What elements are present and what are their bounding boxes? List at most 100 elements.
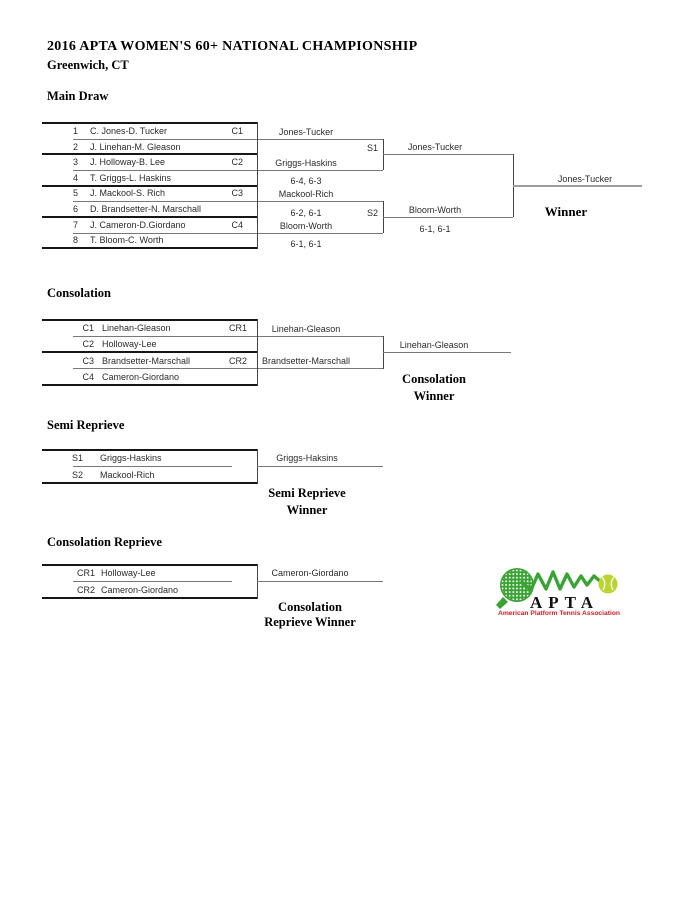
consolation-tag: C1: [231, 126, 243, 136]
bracket-line: [42, 153, 257, 155]
zigzag-icon: [520, 570, 603, 592]
bracket-line: [42, 482, 257, 484]
section-heading-semi-reprieve: Semi Reprieve: [47, 418, 125, 432]
bracket-line: [73, 201, 383, 202]
champion-name: Cameron-Giordano: [271, 568, 349, 578]
final-winner-line: [513, 185, 642, 187]
seed-label: 7: [72, 220, 78, 230]
winner-name: Bloom-Worth: [408, 205, 462, 215]
bracket-line: [42, 247, 257, 249]
team-name: Holloway-Lee: [101, 568, 156, 578]
bracket-line: [73, 170, 383, 171]
team-name: Brandsetter-Marschall: [102, 356, 191, 366]
winner-name: Jones-Tucker: [278, 127, 334, 137]
bracket-line: [73, 233, 383, 234]
team-name: J. Cameron-D.Giordano: [90, 220, 186, 230]
consolation-tag: C3: [231, 188, 243, 198]
bracket-line: [257, 319, 258, 386]
winner-name: Mackool-Rich: [278, 189, 334, 199]
tournament-location: Greenwich, CT: [47, 58, 129, 72]
section-heading-main-draw: Main Draw: [47, 89, 109, 103]
bracket-line: [73, 139, 383, 140]
team-name: D. Brandsetter-N. Marschall: [90, 204, 202, 214]
winner-caption: Consolation: [278, 600, 342, 614]
seed-label: 1: [72, 126, 78, 136]
bracket-line: [257, 581, 383, 582]
winner-caption: Winner: [544, 204, 588, 219]
tennis-ball-icon: [598, 574, 618, 594]
consolation-tag: C4: [231, 220, 243, 230]
bracket-line: [73, 336, 383, 337]
tournament-title: 2016 APTA WOMEN'S 60+ NATIONAL CHAMPIONS…: [47, 39, 418, 54]
bracket-line: [42, 122, 257, 124]
team-name: J. Mackool-S. Rich: [90, 188, 166, 198]
match-score: 6-4, 6-3: [290, 176, 322, 186]
team-name: J. Linehan-M. Gleason: [90, 142, 181, 152]
bracket-line: [383, 217, 513, 218]
bracket-line: [42, 564, 257, 566]
winner-name: Bloom-Worth: [279, 221, 333, 231]
seed-label: S2: [71, 470, 83, 480]
seed-label: 8: [72, 235, 78, 245]
match-score: 6-2, 6-1: [290, 208, 322, 218]
bracket-line: [42, 216, 257, 218]
seed-label: C4: [82, 372, 94, 382]
apta-acronym: APTA: [530, 593, 599, 612]
section-heading-consolation-reprieve: Consolation Reprieve: [47, 535, 162, 549]
team-name: Linehan-Gleason: [102, 323, 171, 333]
match-score: 6-1, 6-1: [419, 224, 451, 234]
team-name: Mackool-Rich: [100, 470, 155, 480]
team-name: Cameron-Giordano: [102, 372, 180, 382]
bracket-line: [42, 319, 257, 321]
seed-label: S1: [71, 453, 83, 463]
seed-label: 4: [72, 173, 78, 183]
bracket-line: [383, 154, 513, 155]
team-name: Cameron-Giordano: [101, 585, 179, 595]
team-name: T. Griggs-L. Haskins: [90, 173, 172, 183]
seed-label: 5: [72, 188, 78, 198]
champion-name: Jones-Tucker: [557, 174, 613, 184]
team-name: C. Jones-D. Tucker: [90, 126, 168, 136]
winner-name: Griggs-Haskins: [275, 158, 337, 168]
team-name: J. Holloway-B. Lee: [90, 157, 166, 167]
winner-name: Jones-Tucker: [407, 142, 463, 152]
champion-name: Griggs-Haksins: [276, 453, 338, 463]
seed-label: 6: [72, 204, 78, 214]
reprieve-tag: CR2: [228, 356, 247, 366]
bracket-line: [42, 351, 257, 353]
bracket-line: [383, 352, 511, 353]
bracket-line: [42, 185, 257, 187]
bracket-line: [257, 466, 383, 467]
bracket-line: [73, 581, 232, 582]
seed-label: C2: [82, 339, 94, 349]
team-name: Holloway-Lee: [102, 339, 157, 349]
team-name: Griggs-Haskins: [100, 453, 162, 463]
winner-caption: Winner: [413, 389, 455, 403]
winner-name: Linehan-Gleason: [271, 324, 341, 334]
reprieve-tag: CR1: [228, 323, 247, 333]
team-name: T. Bloom-C. Worth: [90, 235, 164, 245]
bracket-line: [42, 384, 257, 386]
semi-tag: S1: [366, 143, 378, 153]
seed-label: CR1: [76, 568, 95, 578]
seed-label: C1: [82, 323, 94, 333]
semi-tag: S2: [366, 208, 378, 218]
consolation-tag: C2: [231, 157, 243, 167]
bracket-line: [257, 122, 258, 249]
match-score: 6-1, 6-1: [290, 239, 322, 249]
seed-label: 3: [72, 157, 78, 167]
apta-logo: APTA American Platform Tennis Associatio…: [494, 562, 628, 618]
section-heading-consolation: Consolation: [47, 286, 111, 300]
seed-label: C3: [82, 356, 94, 366]
winner-caption: Reprieve Winner: [264, 615, 356, 629]
seed-label: CR2: [76, 585, 95, 595]
winner-name: Brandsetter-Marschall: [261, 356, 351, 366]
winner-caption: Winner: [286, 503, 328, 517]
apta-full-name: American Platform Tennis Association: [498, 610, 620, 617]
champion-name: Linehan-Gleason: [399, 340, 469, 350]
paddle-icon: [496, 568, 534, 609]
winner-caption: Consolation: [402, 372, 466, 386]
seed-label: 2: [72, 142, 78, 152]
bracket-line: [42, 449, 257, 451]
